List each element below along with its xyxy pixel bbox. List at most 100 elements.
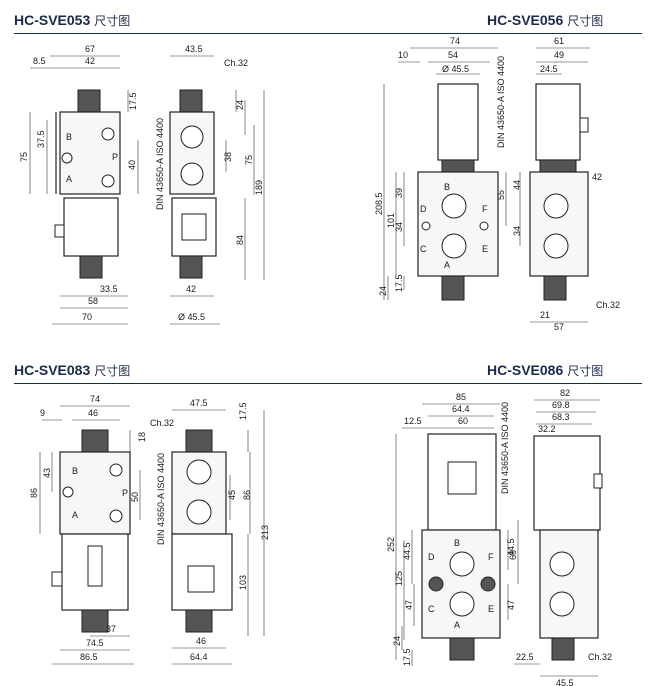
- drawing-sve083-front: [51, 429, 131, 633]
- dims-sve083: 74 46 9 43 86 18 50 37 74.5 86.5 Ch.32 4…: [29, 394, 270, 665]
- port-86-e: E: [488, 604, 494, 614]
- dim-86-12-5: 12.5: [404, 416, 422, 426]
- dim-56-ch32: Ch.32: [596, 300, 620, 310]
- dim-56-42: 42: [592, 172, 602, 182]
- port-56-f: F: [482, 204, 488, 214]
- dim-53-38: 38: [223, 152, 233, 162]
- dim-56-34b: 34: [512, 226, 522, 236]
- drawing-sve086-side: [533, 435, 603, 661]
- dim-86-22-5: 22.5: [516, 652, 534, 662]
- dims-sve086: 85 64.4 12.5 60 252 44.5 125 47 24 17.5 …: [386, 388, 612, 686]
- divider-top: [14, 33, 642, 34]
- dim-53-17-5: 17.5: [128, 92, 138, 110]
- dim-83-45: 45: [227, 490, 237, 500]
- dim-56-57: 57: [554, 322, 564, 332]
- dim-56-55: 55: [496, 190, 506, 200]
- dim-83-86-5: 86.5: [80, 652, 98, 662]
- dim-86-45-5: 45.5: [556, 678, 574, 686]
- port-53-b: B: [66, 132, 72, 142]
- dim-53-24: 24: [235, 100, 245, 110]
- std-label-53: DIN 43650-A ISO 4400: [155, 118, 165, 210]
- dim-86-47: 47: [404, 600, 414, 610]
- divider-bottom: [14, 383, 642, 384]
- dim-53-67: 67: [85, 44, 95, 54]
- dim-53-8-5: 8.5: [33, 56, 46, 66]
- drawing-sve056-front: [417, 83, 499, 301]
- dim-86-32-2: 32.2: [538, 424, 556, 434]
- dim-86-69-8: 69.8: [552, 400, 570, 410]
- dim-53-dia: Ø 45.5: [178, 312, 205, 322]
- dim-56-21: 21: [540, 310, 550, 320]
- dim-53-75: 75: [19, 152, 29, 162]
- dim-83-47-5: 47.5: [190, 398, 208, 408]
- dim-86-125: 125: [394, 571, 404, 586]
- dim-53-75b: 75: [244, 155, 254, 165]
- dim-56-39: 39: [394, 188, 404, 198]
- dim-56-49: 49: [554, 50, 564, 60]
- port-83-p: P: [122, 488, 128, 498]
- port-83-a: A: [72, 510, 78, 520]
- drawing-sve086-front: [421, 433, 501, 661]
- port-56-e: E: [482, 244, 488, 254]
- port-83-b: B: [72, 466, 78, 476]
- dim-83-64-4: 64.4: [190, 652, 208, 662]
- dim-56-101: 101: [386, 213, 396, 228]
- dim-53-58: 58: [88, 296, 98, 306]
- dim-83-103: 103: [238, 575, 248, 590]
- dim-83-ch32: Ch.32: [150, 418, 174, 428]
- dim-86-44-5b: 44.5: [506, 538, 516, 556]
- dim-56-10: 10: [398, 50, 408, 60]
- dim-86-24: 24: [392, 636, 402, 646]
- dim-86-85: 85: [456, 392, 466, 402]
- dims-sve053: 67 42 8.5 37.5 75 17.5 40 33.5 58 70 43.…: [19, 44, 265, 325]
- dim-56-61: 61: [554, 36, 564, 46]
- dim-86-252: 252: [386, 537, 396, 552]
- port-56-d: D: [420, 204, 427, 214]
- dim-56-17-5: 17.5: [394, 274, 404, 292]
- port-53-a: A: [66, 174, 72, 184]
- dim-86-64-4: 64.4: [452, 404, 470, 414]
- dim-56-208-5: 208.5: [374, 192, 384, 215]
- dim-56-24-5: 24.5: [540, 64, 558, 74]
- dims-sve056: 74 10 54 Ø 45.5 208.5 39 101 34 24 17.5 …: [374, 36, 620, 332]
- dim-83-50: 50: [130, 492, 140, 502]
- drawing-sve083-side: [171, 429, 233, 633]
- dim-83-46b: 46: [196, 636, 206, 646]
- dim-53-43-5: 43.5: [185, 44, 203, 54]
- dim-56-24: 24: [378, 286, 388, 296]
- dim-83-213: 213: [260, 525, 270, 540]
- dim-86-68-3: 68.3: [552, 412, 570, 422]
- dim-56-44: 44: [512, 180, 522, 190]
- dim-53-84: 84: [235, 235, 245, 245]
- dim-83-17-5: 17.5: [238, 402, 248, 420]
- dim-53-33-5: 33.5: [100, 284, 118, 294]
- dim-86-44-5: 44.5: [402, 542, 412, 560]
- drawing-sve053-front: [54, 89, 121, 279]
- dim-53-40: 40: [127, 160, 137, 170]
- port-56-a: A: [444, 260, 450, 270]
- dim-83-37: 37: [106, 624, 116, 634]
- dim-83-43: 43: [42, 468, 52, 478]
- std-label-86: DIN 43650-A ISO 4400: [500, 402, 510, 494]
- drawing-sve056-side: [529, 83, 589, 301]
- dim-83-74: 74: [90, 394, 100, 404]
- port-56-b: B: [444, 182, 450, 192]
- std-label-83: DIN 43650-A ISO 4400: [156, 453, 166, 545]
- dim-83-86b: 86: [242, 490, 252, 500]
- dim-53-42: 42: [85, 56, 95, 66]
- dim-56-74: 74: [450, 36, 460, 46]
- port-56-c: C: [420, 244, 427, 254]
- port-86-d: D: [428, 552, 435, 562]
- drawing-sve053-side: [169, 89, 217, 279]
- port-86-a: A: [454, 620, 460, 630]
- dim-83-9: 9: [40, 408, 45, 418]
- dim-53-42b: 42: [186, 284, 196, 294]
- dim-56-34: 34: [394, 222, 404, 232]
- dim-86-17-5: 17.5: [402, 648, 412, 666]
- dim-83-46: 46: [88, 408, 98, 418]
- dim-53-189: 189: [254, 180, 264, 195]
